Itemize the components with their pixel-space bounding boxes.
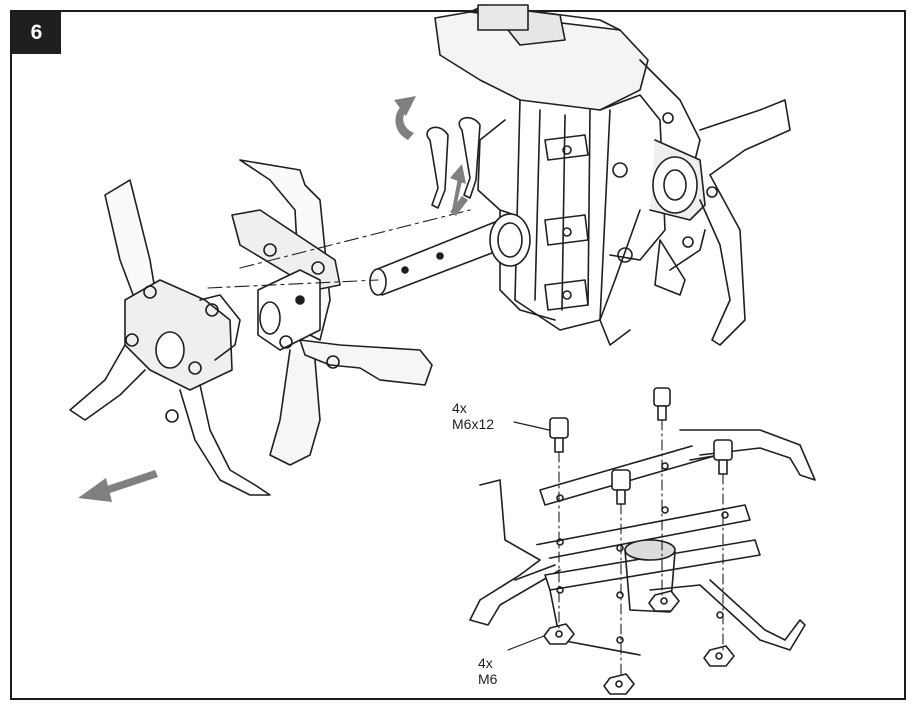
- nut-size-label: M6: [478, 671, 498, 687]
- bolt-4: [713, 439, 733, 475]
- alignment-lines: [207, 209, 471, 289]
- bolt-2: [653, 387, 671, 421]
- step-number-badge: 6: [12, 12, 61, 54]
- center-tine-removed: [231, 159, 433, 466]
- nut-2: [603, 673, 635, 695]
- bolt-callout-leader: [513, 421, 550, 431]
- bolt-size-label: M6x12: [452, 416, 495, 432]
- right-tine-assembly: [599, 59, 791, 346]
- instruction-frame: 6: [10, 10, 906, 700]
- retaining-clips: [426, 116, 481, 209]
- nut-quantity-label: 4x: [478, 655, 493, 671]
- nut-callout-leader: [507, 635, 545, 651]
- outer-tine-removed: [69, 179, 271, 496]
- bolt-quantity-label: 4x: [452, 400, 467, 416]
- fastener-axis-lines: [558, 419, 724, 679]
- gearbox-housing: [434, 4, 666, 331]
- nut-callout: 4x M6: [478, 655, 497, 687]
- bolt-callout: 4x M6x12: [452, 400, 494, 432]
- nut-4: [648, 590, 680, 612]
- exploded-fastening-detail: [469, 387, 816, 695]
- bolt-1: [549, 417, 569, 453]
- removal-arrow-icon: [78, 470, 158, 502]
- bolt-3: [611, 469, 631, 505]
- nut-3: [703, 645, 735, 667]
- slide-arrow-icon: [450, 164, 468, 216]
- drive-shaft: [369, 213, 531, 296]
- rotate-arrow-icon: [394, 96, 416, 140]
